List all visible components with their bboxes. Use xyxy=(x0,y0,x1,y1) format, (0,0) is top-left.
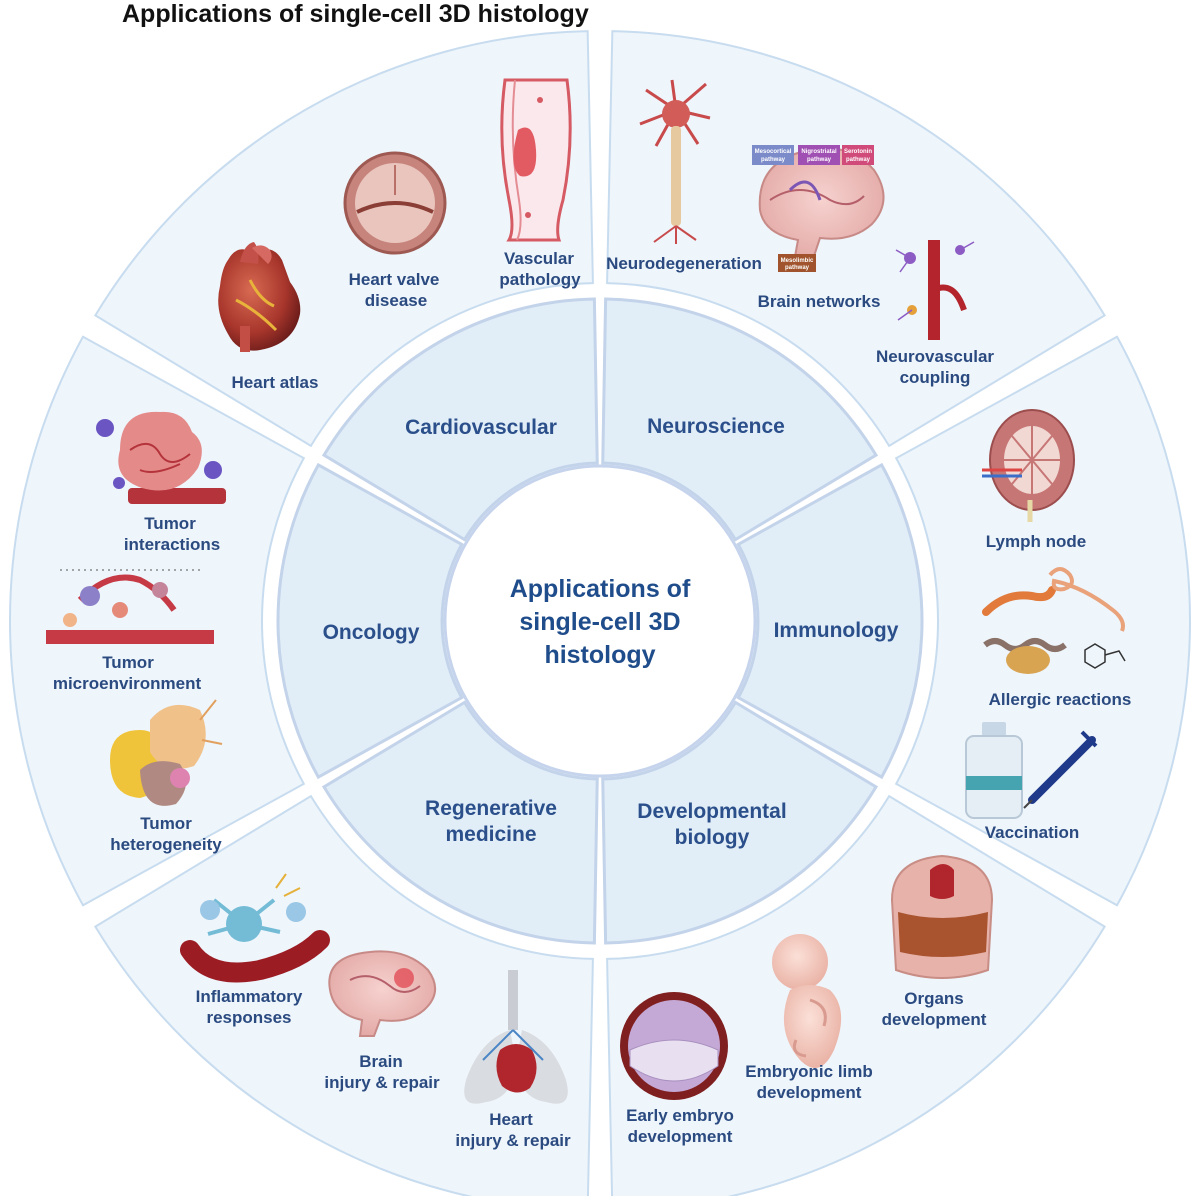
label-allergic-reactions: Allergic reactions xyxy=(989,690,1132,709)
embryo-icon xyxy=(772,934,842,1068)
pathway-nigrostriatal-line-2: pathway xyxy=(807,157,832,163)
center-title-line-1: Applications of xyxy=(510,575,691,603)
label-heart-repair-line-2: injury & repair xyxy=(455,1131,571,1150)
center-title-line-3: histology xyxy=(544,641,655,669)
category-sector-immunology xyxy=(736,462,924,780)
label-lymph-node: Lymph node xyxy=(986,532,1086,551)
category-oncology: Oncology xyxy=(323,621,420,644)
category-cardiovascular: Cardiovascular xyxy=(405,416,557,439)
label-neurovascular-line-1: Neurovascular xyxy=(876,347,994,366)
pathway-serotonin-line-2: pathway xyxy=(846,157,871,163)
label-vaccination: Vaccination xyxy=(985,823,1079,842)
figure-title: Applications of single-cell 3D histology xyxy=(122,0,589,28)
pathway-mesolimbic-line-1: Mesolimbic xyxy=(781,258,814,264)
neurovascular-icon xyxy=(895,240,975,340)
pathway-nigrostriatal-line-1: Nigrostriatal xyxy=(801,149,837,155)
outer-sector-cardiovascular xyxy=(93,30,594,448)
outer-sector-oncology xyxy=(8,335,306,907)
category-sector-cardiovascular xyxy=(321,297,599,542)
heart-icon xyxy=(218,242,301,352)
label-heart-repair-line-1: Heart xyxy=(489,1110,533,1129)
category-neuroscience: Neuroscience xyxy=(647,415,785,438)
vaccine-icon xyxy=(965,722,1098,819)
inflammation-icon xyxy=(180,873,330,983)
injured-brain-icon xyxy=(328,950,436,1037)
pathway-mesocortical-line-1: Mesocortical xyxy=(755,149,792,155)
label-heart-valve-line-1: Heart valve xyxy=(349,270,440,289)
category-developmental-line-2: biology xyxy=(675,826,750,849)
label-heart-valve-line-2: disease xyxy=(365,291,427,310)
organs-icon xyxy=(890,854,994,979)
category-regenerative-line-2: medicine xyxy=(445,823,536,846)
label-vascular-line-1: Vascular xyxy=(504,249,574,268)
center-title-line-2: single-cell 3D xyxy=(519,608,680,636)
label-organs-line-2: development xyxy=(882,1010,987,1029)
brain-icon: Mesocortical pathway Nigrostriatal pathw… xyxy=(752,145,885,272)
tumor-cells-icon xyxy=(110,699,223,806)
label-inflammatory-line-1: Inflammatory xyxy=(196,987,303,1006)
label-heart-atlas: Heart atlas xyxy=(232,373,319,392)
neuron-icon xyxy=(639,79,711,244)
blastocyst-icon xyxy=(620,992,728,1100)
tumor-vessel-icon xyxy=(96,411,226,504)
middle-ring xyxy=(276,297,924,945)
microenvironment-icon xyxy=(46,569,214,644)
label-neurovascular-line-2: coupling xyxy=(900,368,971,387)
label-tumor-heterogeneity-line-1: Tumor xyxy=(140,814,192,833)
label-tumor-interactions-line-2: interactions xyxy=(124,535,220,554)
pathway-mesolimbic-line-2: pathway xyxy=(785,265,810,271)
label-vascular-line-2: pathology xyxy=(499,270,581,289)
heart-valve-icon xyxy=(343,151,447,255)
blood-vessel-icon xyxy=(500,78,572,242)
category-sector-oncology xyxy=(276,462,464,780)
pathway-serotonin-line-1: Serotonin xyxy=(844,149,872,155)
center-disc xyxy=(443,464,757,778)
label-brain-repair-line-1: Brain xyxy=(359,1052,402,1071)
outer-sector-neuroscience xyxy=(606,30,1107,448)
pathogens-icon xyxy=(982,567,1126,674)
label-tumor-microenvironment-line-2: microenvironment xyxy=(53,674,202,693)
label-brain-repair-line-2: injury & repair xyxy=(324,1073,440,1092)
label-embryo-line-2: development xyxy=(628,1127,733,1146)
label-organs-line-1: Organs xyxy=(904,989,964,1008)
category-sector-developmental xyxy=(601,700,879,945)
label-limb-line-1: Embryonic limb xyxy=(745,1062,873,1081)
category-immunology: Immunology xyxy=(774,619,899,642)
label-tumor-microenvironment-line-1: Tumor xyxy=(102,653,154,672)
heart-lungs-icon xyxy=(464,970,568,1104)
lymph-node-icon xyxy=(982,409,1075,522)
category-developmental-line-1: Developmental xyxy=(637,800,786,823)
label-inflammatory-line-2: responses xyxy=(206,1008,291,1027)
label-neurodegeneration: Neurodegeneration xyxy=(606,254,762,273)
category-sector-regenerative xyxy=(321,700,599,945)
label-limb-line-2: development xyxy=(757,1083,862,1102)
label-tumor-heterogeneity-line-2: heterogeneity xyxy=(110,835,222,854)
pathway-mesocortical-line-2: pathway xyxy=(761,157,786,163)
label-embryo-line-1: Early embryo xyxy=(626,1106,734,1125)
category-regenerative-line-1: Regenerative xyxy=(425,797,557,820)
label-tumor-interactions-line-1: Tumor xyxy=(144,514,196,533)
label-brain-networks: Brain networks xyxy=(758,292,881,311)
category-sector-neuroscience xyxy=(601,297,879,542)
